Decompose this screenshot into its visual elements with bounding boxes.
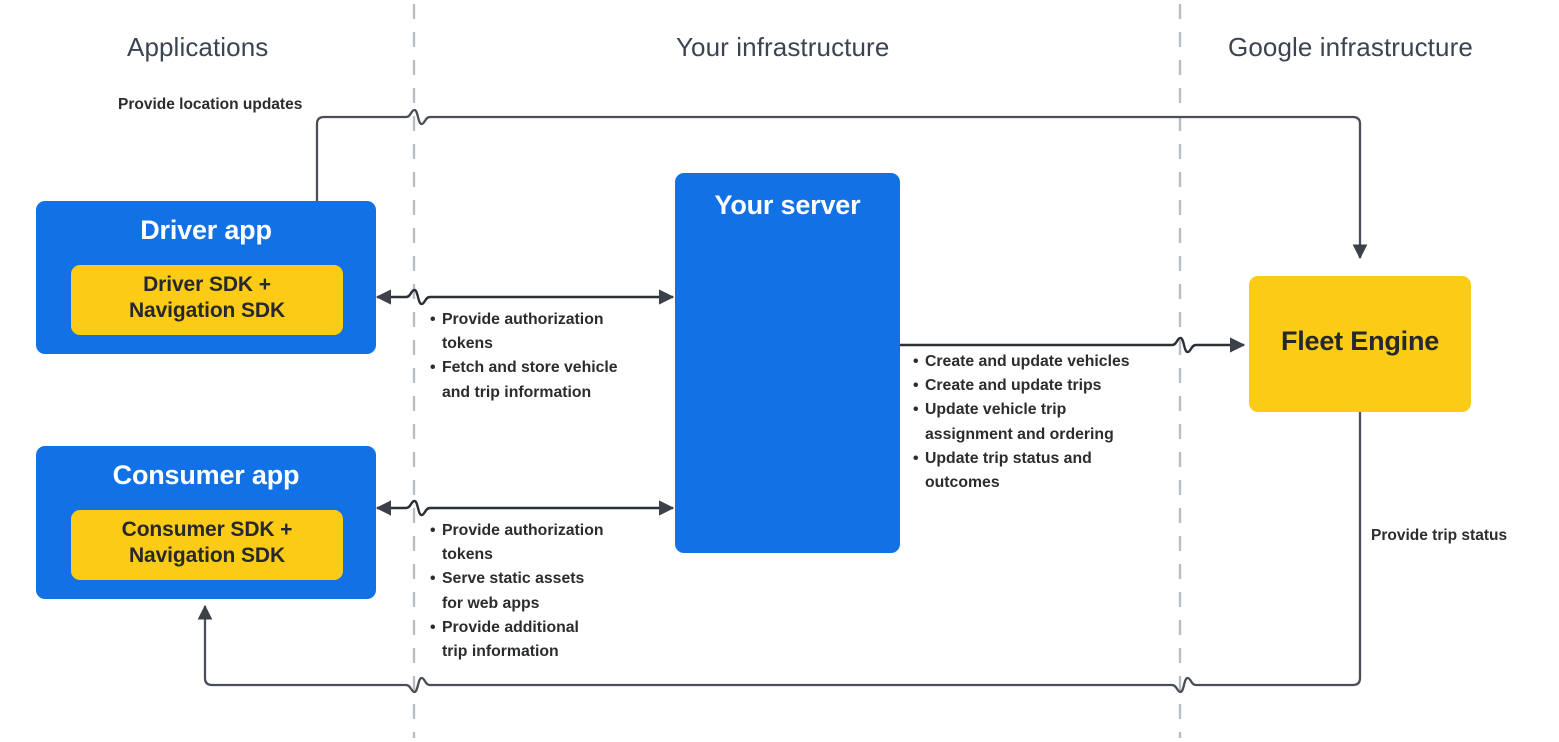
lane-label-your-infrastructure: Your infrastructure [676,32,890,62]
node-driver-sdk-line1: Driver SDK + [143,273,271,296]
lane-label-google-infrastructure: Google infrastructure [1228,32,1473,62]
connector-trip-status [197,412,1362,694]
node-consumer-app-title: Consumer app [112,460,300,490]
node-fleet-engine-title: Fleet Engine [1280,326,1440,356]
edge-label-location-updates: Provide location updates [118,96,303,113]
edge-label-trip-status: Provide trip status [1371,527,1508,544]
connector-server-fleet-engine [900,336,1246,354]
node-consumer-sdk-line1: Consumer SDK + [121,518,293,541]
list-item: Update trip status and outcomes [913,447,1173,495]
node-driver-app[interactable]: Driver app Driver SDK + Navigation SDK [36,201,376,354]
edge-list-driver-server: Provide authorization tokens Fetch and s… [430,308,660,405]
list-item: Provide additional trip information [430,616,660,664]
lane-label-applications: Applications [127,32,269,62]
list-item: Fetch and store vehicle and trip informa… [430,356,660,404]
list-item: Provide authorization tokens [430,519,660,567]
node-consumer-sdk[interactable]: Consumer SDK + Navigation SDK [71,510,343,580]
node-driver-app-title: Driver app [140,215,272,245]
list-item: Create and update vehicles [913,350,1173,374]
edge-list-consumer-server: Provide authorization tokens Serve stati… [430,519,660,664]
list-item: Serve static assets for web apps [430,567,660,615]
node-consumer-sdk-line2: Navigation SDK [128,544,286,567]
connector-location-updates [315,108,1368,266]
node-driver-sdk[interactable]: Driver SDK + Navigation SDK [71,265,343,335]
node-your-server[interactable]: Your server [675,173,900,553]
list-item: Update vehicle trip assignment and order… [913,398,1173,446]
connector-driver-server [375,288,675,306]
node-your-server-title: Your server [714,190,861,220]
list-item: Create and update trips [913,374,1173,398]
node-driver-sdk-line2: Navigation SDK [128,299,286,322]
connector-consumer-server [375,499,675,517]
node-fleet-engine[interactable]: Fleet Engine [1249,276,1471,412]
node-consumer-app[interactable]: Consumer app Consumer SDK + Navigation S… [36,446,376,599]
edge-list-server-fleet-engine: Create and update vehicles Create and up… [913,350,1173,495]
list-item: Provide authorization tokens [430,308,660,356]
